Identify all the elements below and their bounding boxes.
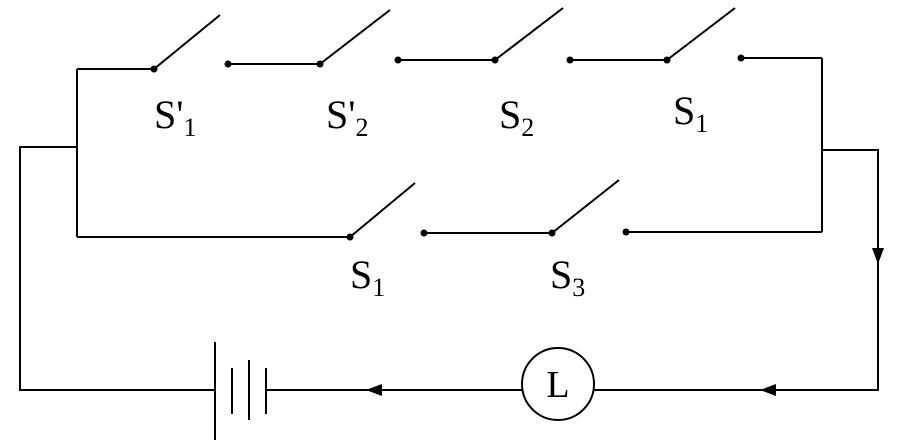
switch-s1-prime: S'1 (150, 14, 232, 142)
switch-contact (420, 229, 428, 237)
arrow-down-icon (872, 248, 884, 264)
switch-blade (349, 182, 416, 238)
switch-s2-prime: S'2 (316, 9, 402, 142)
switch-label: S1 (350, 252, 385, 302)
circuit-wires (19, 57, 879, 391)
switch-contact (224, 60, 232, 68)
switch-label: S'2 (326, 92, 368, 142)
switch-s2: S2 (491, 7, 574, 142)
switch-blade (494, 7, 564, 61)
switch-s1-top: S1 (663, 7, 745, 138)
switch-blade (551, 179, 620, 234)
current-arrows (366, 248, 884, 396)
lamp-icon (521, 347, 595, 421)
switch-s1-bottom: S1 (346, 182, 428, 302)
switch-contact (622, 228, 630, 236)
lamp: L (521, 347, 595, 421)
switch-label: S3 (550, 252, 585, 302)
lamp-label: L (546, 364, 569, 406)
switch-contact (394, 56, 402, 64)
switch-label: S2 (499, 92, 534, 142)
wire-lamp-to-right (594, 149, 879, 391)
switch-blade (319, 9, 391, 65)
switch-label: S'1 (154, 92, 196, 142)
arrow-left-icon (760, 384, 776, 396)
battery-icon (214, 342, 267, 440)
switch-blade (153, 14, 221, 70)
wire-left-outer (19, 146, 215, 391)
arrow-left-icon (366, 384, 382, 396)
switch-label: S1 (673, 88, 708, 138)
switch-contact (566, 56, 574, 64)
switch-blade (666, 7, 736, 61)
switch-contact (737, 54, 745, 62)
switch-s3: S3 (548, 179, 630, 302)
